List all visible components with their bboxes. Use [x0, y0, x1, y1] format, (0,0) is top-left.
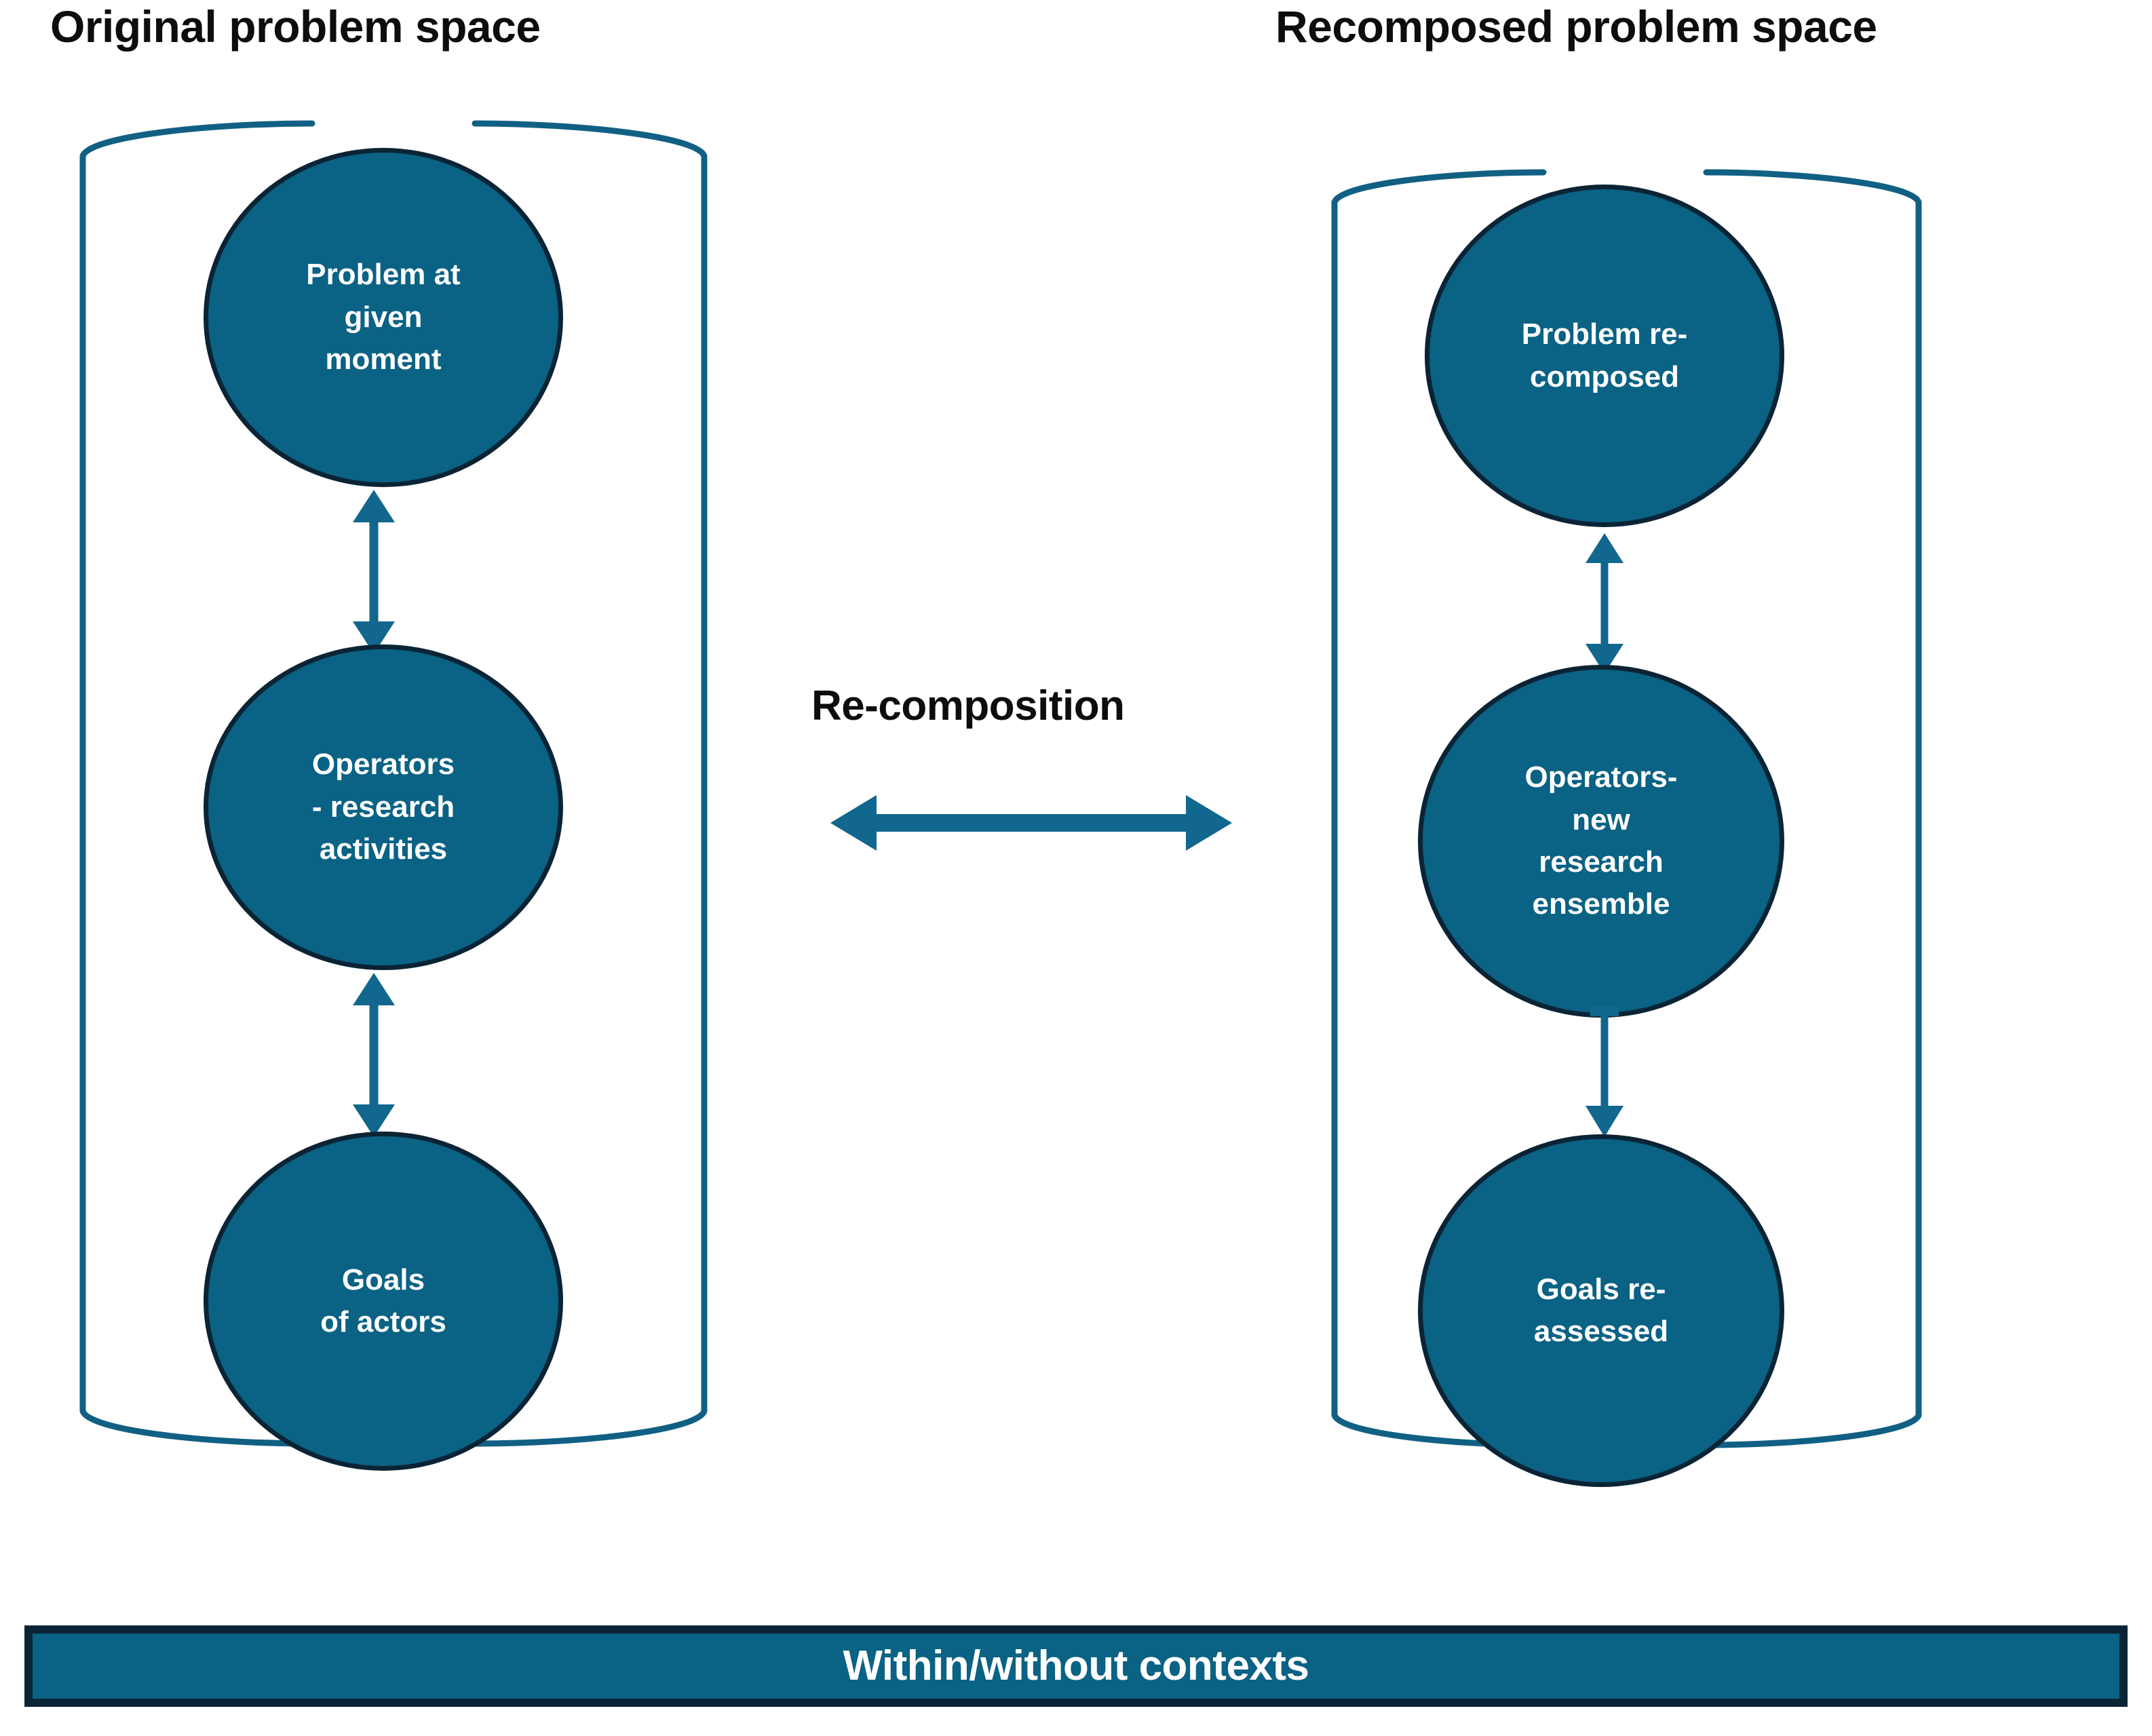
node-label: Operators - research activities	[311, 748, 455, 866]
connector-problem-to-operators-left	[337, 487, 411, 657]
context-banner-label: Within/without contexts	[843, 1642, 1309, 1689]
context-banner: Within/without contexts	[24, 1625, 2128, 1707]
node-problem-at-given-moment[interactable]: Problem at given moment	[204, 148, 563, 487]
node-goals-of-actors[interactable]: Goals of actors	[204, 1132, 563, 1471]
node-label: Operators- new research ensemble	[1524, 760, 1678, 921]
node-operators-research-activities[interactable]: Operators - research activities	[204, 644, 563, 970]
connector-operators-to-goals-right	[1571, 1004, 1638, 1140]
node-label: Goals re- assessed	[1533, 1272, 1669, 1348]
panel-title-original: Original problem space	[50, 1, 541, 52]
panel-title-recomposed: Recomposed problem space	[1275, 1, 1877, 52]
recomposition-label: Re-composition	[811, 682, 1125, 729]
connector-operators-to-goals-left	[337, 970, 411, 1140]
node-problem-re-composed[interactable]: Problem re- composed	[1425, 185, 1784, 527]
recomposition-arrow-icon	[828, 786, 1235, 860]
node-goals-re-assessed[interactable]: Goals re- assessed	[1418, 1134, 1784, 1487]
node-label: Problem re- composed	[1521, 317, 1688, 393]
node-label: Problem at given moment	[306, 258, 461, 377]
node-operators-new-research-ensemble[interactable]: Operators- new research ensemble	[1418, 665, 1784, 1018]
connector-problem-to-operators-right	[1571, 531, 1638, 676]
node-label: Goals of actors	[320, 1262, 446, 1338]
